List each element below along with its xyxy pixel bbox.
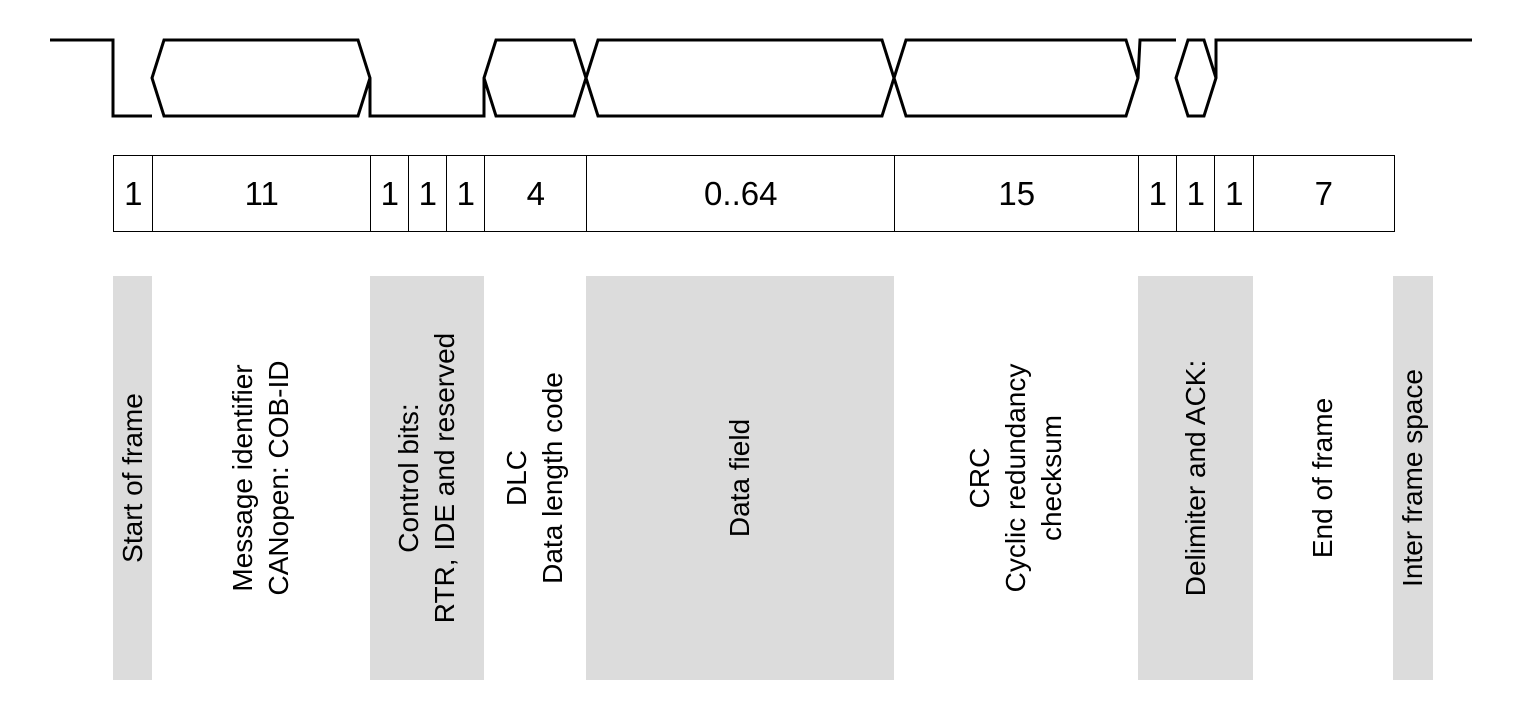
waveform-crc <box>892 38 1140 118</box>
bit-count-cell: 7 <box>1253 155 1395 232</box>
field-description-line: Data length code <box>537 372 568 584</box>
field-description-text: Data field <box>722 419 758 537</box>
field-description-line: Inter frame space <box>1397 369 1428 587</box>
field-description-line: DLC <box>501 450 532 507</box>
field-description-text: Control bits:RTR, IDE and reserved <box>391 333 463 624</box>
field-description-line: End of frame <box>1307 397 1338 559</box>
bit-count-cell: 1 <box>1138 155 1178 232</box>
field-description-line: Message identifier <box>227 364 258 592</box>
field-description-line: Control bits: <box>393 403 424 553</box>
field-description-line: CRC <box>964 447 995 509</box>
waveform-data <box>584 38 896 118</box>
signal-waveform <box>50 38 1472 118</box>
waveform-ack <box>1174 38 1218 118</box>
field-description: Delimiter and ACK: <box>1138 276 1253 680</box>
bit-count-cell: 1 <box>408 155 448 232</box>
field-description: Control bits:RTR, IDE and reserved <box>370 276 484 680</box>
field-description: Start of frame <box>113 276 152 680</box>
bit-count-cell: 1 <box>446 155 486 232</box>
bit-count-cell: 11 <box>152 155 372 232</box>
field-description-line: Cyclic redundancy <box>1000 363 1031 593</box>
field-description-line: Data field <box>724 418 755 538</box>
field-description: Data field <box>586 276 894 680</box>
waveform-eof <box>1214 38 1472 78</box>
field-description: End of frame <box>1253 276 1393 680</box>
bit-count-cell: 15 <box>894 155 1140 232</box>
waveform-control <box>368 78 486 118</box>
bit-count-cell: 1 <box>113 155 154 232</box>
bit-count-cell: 4 <box>484 155 588 232</box>
field-description-text: End of frame <box>1305 398 1341 558</box>
field-description-text: Start of frame <box>115 393 151 563</box>
bit-count-cell: 0..64 <box>586 155 896 232</box>
field-description-text: Inter frame space <box>1395 369 1431 587</box>
field-description-line: checksum <box>1036 414 1067 542</box>
field-description-line: Delimiter and ACK: <box>1179 359 1211 597</box>
waveform-dlc <box>482 38 588 118</box>
field-description-line: Start of frame <box>116 393 148 563</box>
waveform-identifier <box>150 38 372 118</box>
waveform-idle-sof <box>50 38 152 118</box>
waveform-delimiter <box>1136 38 1176 79</box>
bit-count-cell: 1 <box>1214 155 1255 232</box>
bit-count-cell: 1 <box>370 155 410 232</box>
field-description-line: RTR, IDE and reserved <box>429 332 460 624</box>
field-description-text: Delimiter and ACK: <box>1178 360 1214 597</box>
field-description-line: CANopen: COB-ID <box>263 360 294 596</box>
bit-count-cell: 1 <box>1176 155 1216 232</box>
field-description: Inter frame space <box>1393 276 1433 680</box>
